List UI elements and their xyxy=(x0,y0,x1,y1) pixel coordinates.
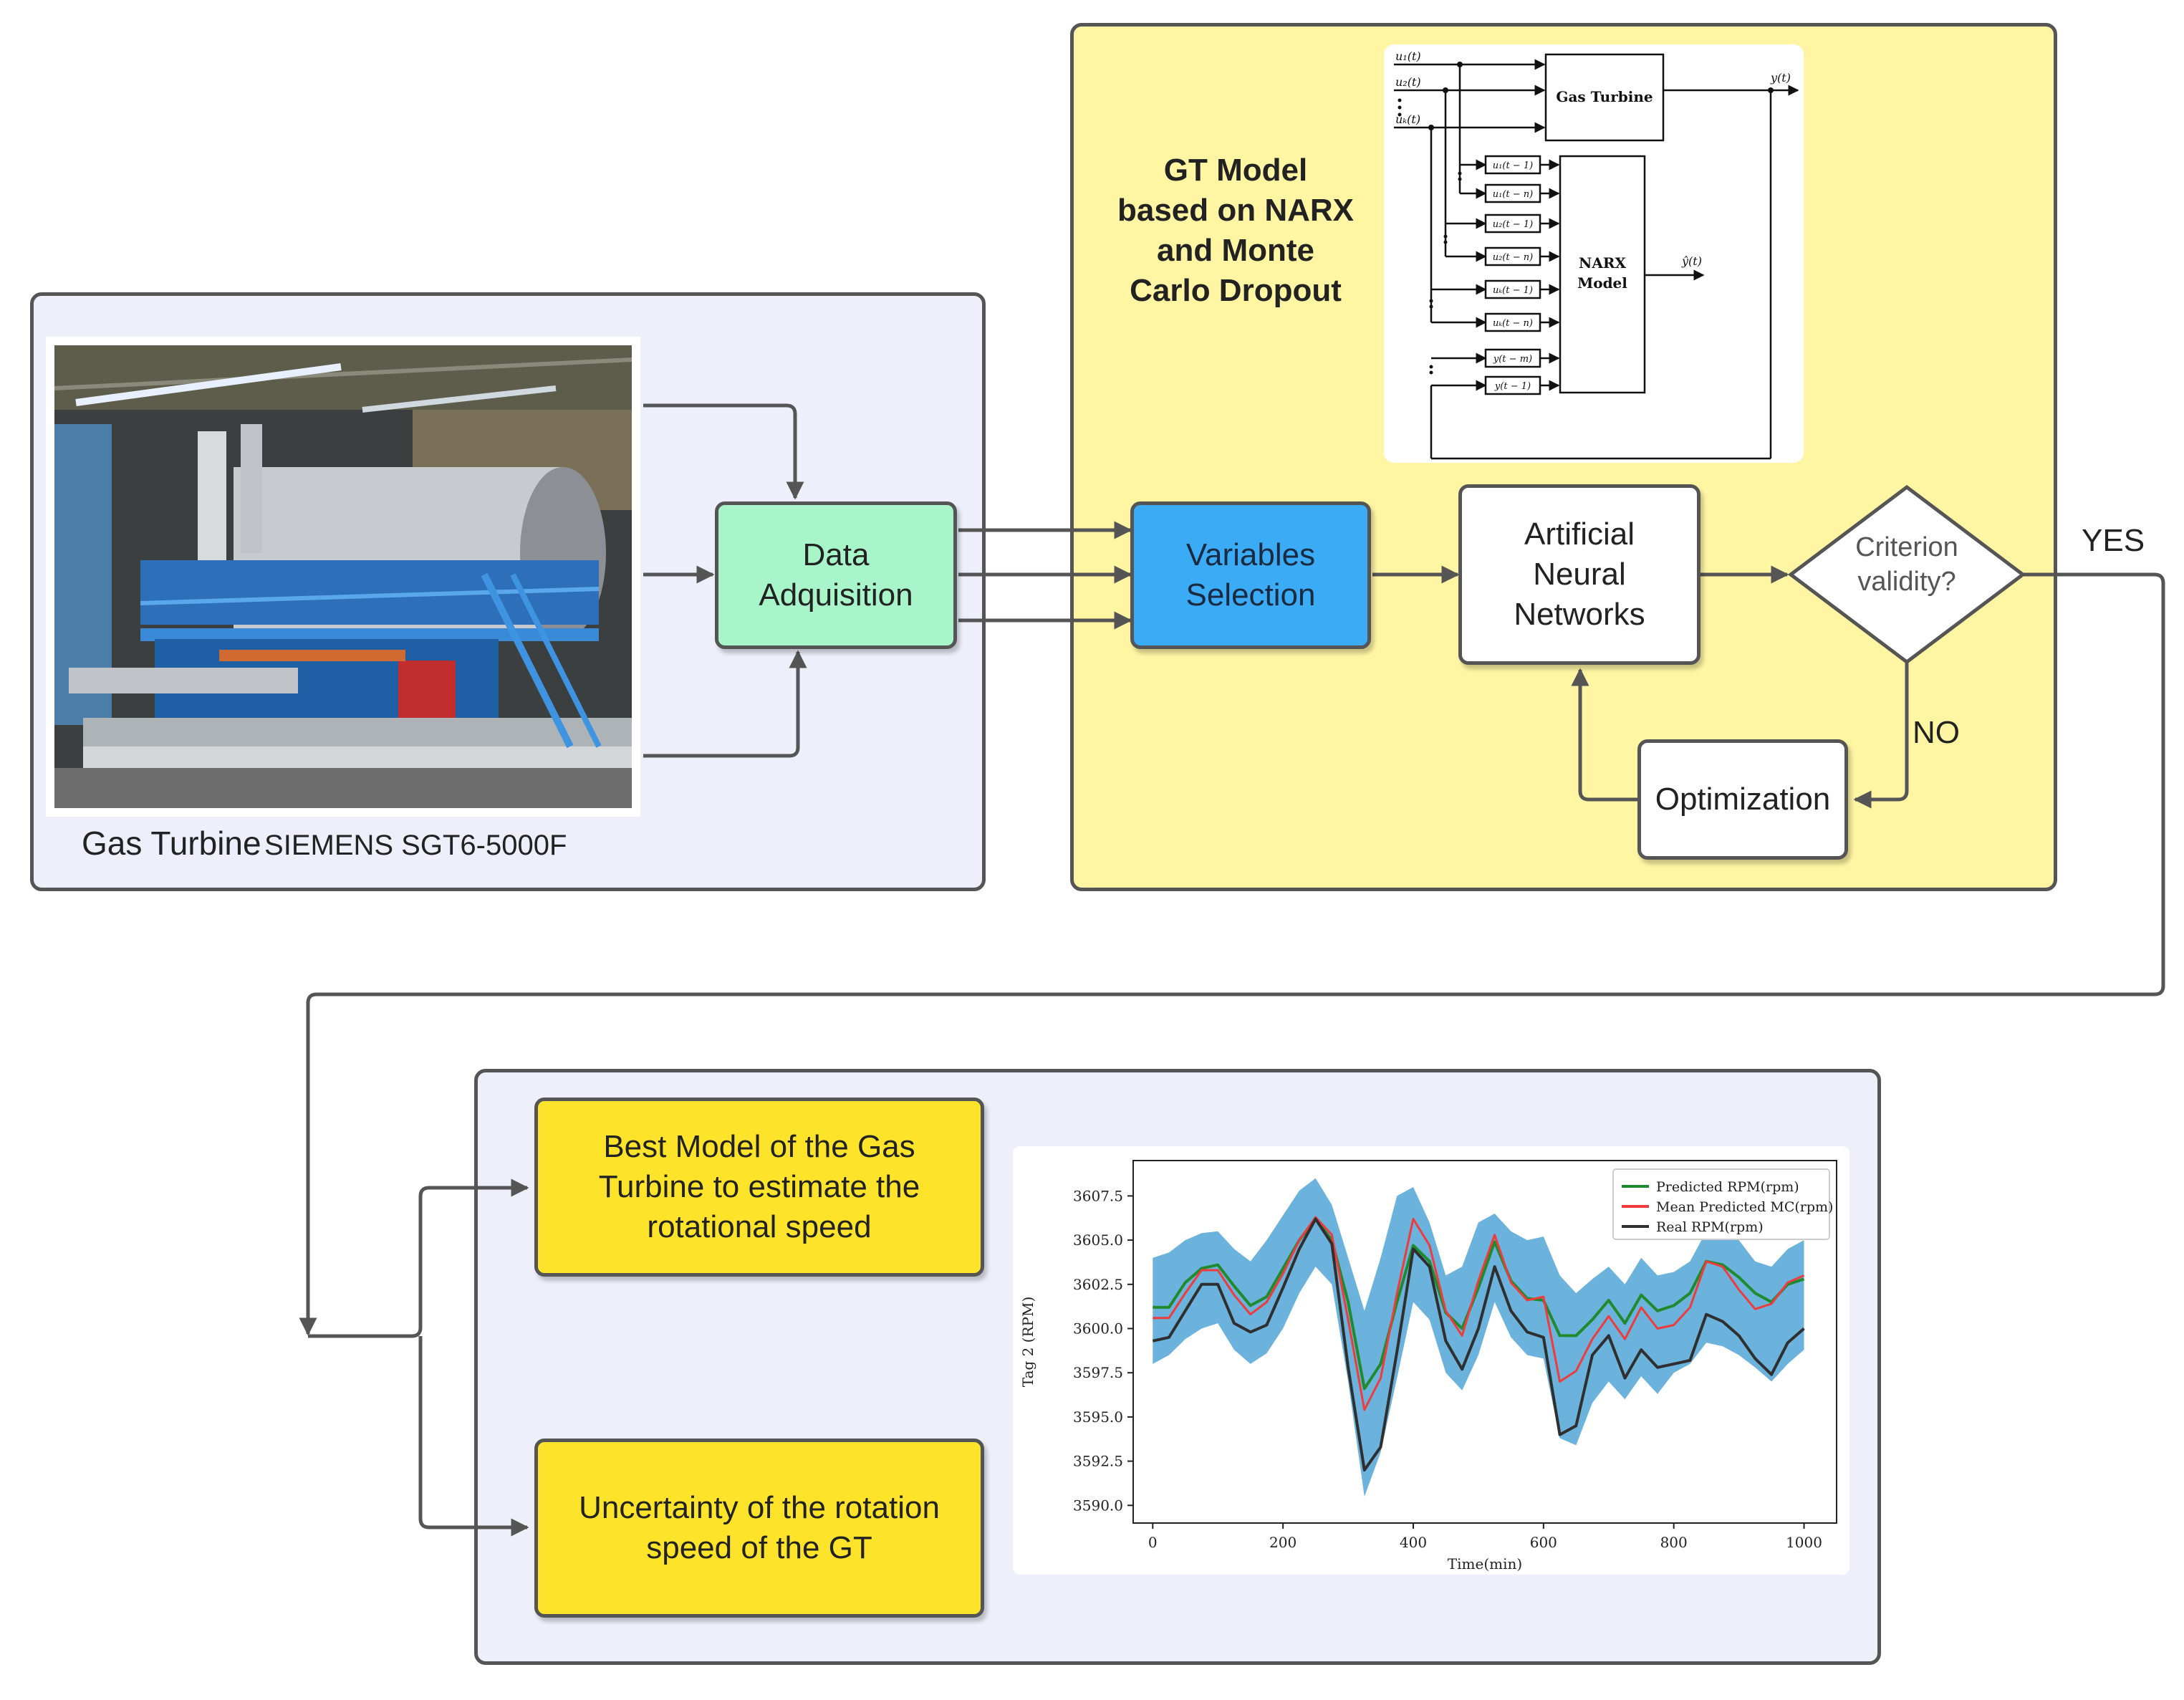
arrow-photo-bottom xyxy=(643,650,807,758)
narx-input-1: u₁(t) xyxy=(1395,49,1421,63)
y-tick-label-5: 3602.5 xyxy=(1073,1276,1123,1293)
y-tick-label-6: 3605.0 xyxy=(1073,1231,1123,1249)
caption-main: Gas Turbine xyxy=(82,825,261,862)
delay-uk-n: uₖ(t − n) xyxy=(1493,318,1533,329)
y-axis-label: Tag 2 (RPM) xyxy=(1019,1297,1036,1388)
no-label: NO xyxy=(1913,715,1960,750)
gt-model-title: GT Model based on NARX and Monte Carlo D… xyxy=(1117,153,1355,308)
y-tick-label-7: 3607.5 xyxy=(1073,1187,1123,1204)
gas-turbine-block xyxy=(1544,53,1665,142)
legend-box xyxy=(1612,1168,1830,1240)
data-acquisition-node[interactable]: Data Adquisition xyxy=(715,501,957,649)
arrow-photo-top xyxy=(643,403,804,500)
arrow-criterion-yes xyxy=(299,572,2165,1336)
arrow-split-bottom xyxy=(418,1336,529,1537)
narx-diagram: u₁(t) u₂(t) uₖ(t) y(t) ŷ(t) u₁(t − 1) u₁… xyxy=(1384,44,1804,463)
delay-u1-1: u₁(t − 1) xyxy=(1493,160,1533,171)
x-tick-label-2: 400 xyxy=(1400,1534,1427,1551)
legend-label-2: Real RPM(rpm) xyxy=(1656,1219,1764,1235)
best-model-node[interactable]: Best Model of the Gas Turbine to estimat… xyxy=(534,1098,984,1277)
optimization-label: Optimization xyxy=(1655,782,1831,817)
yes-label: YES xyxy=(2082,523,2145,558)
ann-node[interactable]: Artificial Neural Networks xyxy=(1458,484,1700,665)
gas-turbine-illustration xyxy=(54,345,632,808)
data-acquisition-label: Data Adquisition xyxy=(759,537,913,613)
optimization-node[interactable]: Optimization xyxy=(1637,739,1848,860)
x-tick-label-5: 1000 xyxy=(1786,1534,1822,1551)
gas-turbine-caption: Gas Turbine SIEMENS SGT6-5000F xyxy=(82,824,567,867)
delay-uk-1: uₖ(t − 1) xyxy=(1493,285,1533,296)
gas-turbine-photo xyxy=(46,337,640,817)
narx-input-2: u₂(t) xyxy=(1395,75,1421,89)
delay-u2-1: u₂(t − 1) xyxy=(1493,219,1533,230)
narx-output: y(t) xyxy=(1770,71,1791,85)
criterion-diamond[interactable] xyxy=(1788,484,2026,665)
x-tick-label-4: 800 xyxy=(1660,1534,1688,1551)
series-line-1 xyxy=(1153,1216,1805,1411)
series-line-0 xyxy=(1153,1217,1805,1391)
uncertainty-label: Uncertainty of the rotation speed of the… xyxy=(579,1490,940,1565)
narx-model-label-2: Model xyxy=(1577,274,1627,292)
y-tick-label-2: 3595.0 xyxy=(1073,1408,1123,1426)
series-line-2 xyxy=(1152,1217,1805,1471)
legend-label-0: Predicted RPM(rpm) xyxy=(1656,1179,1799,1195)
x-tick-label-3: 600 xyxy=(1530,1534,1557,1551)
delay-u1-n: u₁(t − n) xyxy=(1493,189,1533,200)
ann-label: Artificial Neural Networks xyxy=(1514,517,1645,632)
variables-selection-node[interactable]: Variables Selection xyxy=(1130,501,1371,649)
uncertainty-node[interactable]: Uncertainty of the rotation speed of the… xyxy=(534,1439,984,1618)
y-tick-label-1: 3592.5 xyxy=(1073,1453,1123,1470)
y-tick-label-0: 3590.0 xyxy=(1073,1497,1123,1514)
delay-y-1: y(t − 1) xyxy=(1494,381,1531,392)
x-tick-label-0: 0 xyxy=(1148,1534,1158,1551)
x-axis-label: Time(min) xyxy=(1448,1555,1522,1572)
x-tick-label-1: 200 xyxy=(1269,1534,1297,1551)
y-tick-label-4: 3600.0 xyxy=(1073,1320,1123,1337)
best-model-label: Best Model of the Gas Turbine to estimat… xyxy=(598,1129,920,1244)
delay-u2-n: u₂(t − n) xyxy=(1493,252,1533,263)
legend-label-1: Mean Predicted MC(rpm) xyxy=(1656,1199,1833,1215)
rpm-chart-svg: 3590.0 3592.5 3595.0 3597.5 3600.0 3602.5 3605… xyxy=(1019,1160,1837,1572)
narx-model-label-1: NARX xyxy=(1579,254,1626,272)
narx-prediction: ŷ(t) xyxy=(1681,254,1702,268)
criterion-label: Criterion validity? xyxy=(1855,532,1958,597)
rpm-chart: 3590.0 3592.5 3595.0 3597.5 3600.0 3602.5 3605… xyxy=(1013,1146,1849,1575)
uncertainty-band xyxy=(1153,1178,1804,1497)
delay-y-m: y(t − m) xyxy=(1493,354,1532,365)
gas-turbine-block-label: Gas Turbine xyxy=(1556,88,1653,105)
narx-input-k: uₖ(t) xyxy=(1395,112,1420,126)
caption-model: SIEMENS SGT6-5000F xyxy=(264,830,567,861)
arrow-criterion-no xyxy=(1853,662,1909,809)
plot-frame xyxy=(1132,1160,1837,1524)
variables-selection-label: Variables Selection xyxy=(1185,537,1316,613)
arrow-split-trunk xyxy=(308,1178,529,1338)
arrow-opt-ann xyxy=(1571,668,1637,802)
y-tick-label-3: 3597.5 xyxy=(1073,1364,1123,1381)
